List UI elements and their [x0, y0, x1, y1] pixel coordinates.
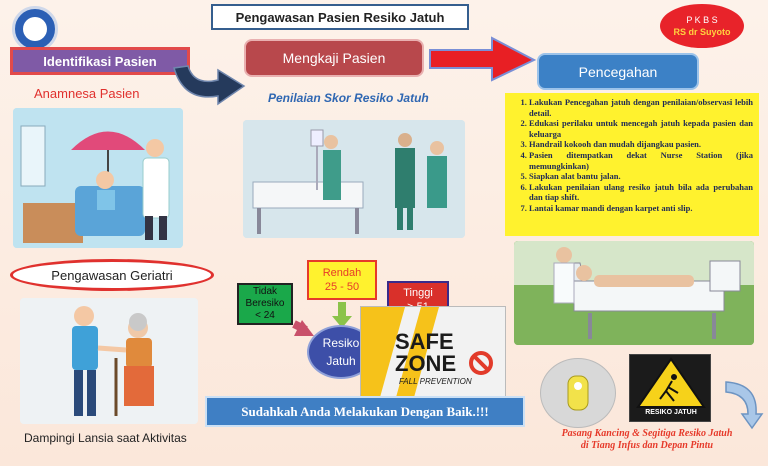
pencegahan-box: Pencegahan: [537, 53, 699, 90]
pencegahan-step: Lakukan Pencegahan jatuh dengan penilaia…: [529, 97, 753, 118]
pencegahan-step: Edukasi perilaku untuk mencegah jatuh ke…: [529, 118, 753, 139]
infusion-clip-icon: [540, 358, 616, 428]
sign-label: RESIKO JATUH: [645, 409, 697, 416]
patient-bed-photo: [514, 241, 754, 345]
rendah-box: Rendah 25 - 50: [307, 260, 377, 300]
patient-umbrella-illustration: [13, 108, 183, 248]
pencegahan-step: Handrail kokooh dan mudah dijangkau pasi…: [529, 139, 753, 150]
safe-word: SAFE: [395, 329, 454, 354]
dampingi-caption: Dampingi Lansia saat Aktivitas: [24, 431, 187, 445]
zone-word: ZONE: [395, 351, 457, 376]
hospital-logo: [12, 6, 58, 52]
fall-warning-sign: RESIKO JATUH: [629, 354, 711, 422]
anamnesa-label: Anamnesa Pasien: [34, 86, 140, 101]
return-arrow-icon: [725, 381, 764, 430]
badge-top-text: P K B S: [686, 15, 718, 25]
tidak-line: Beresiko: [245, 298, 285, 309]
pencegahan-step: Pasien ditempatkan dekat Nurse Station (…: [529, 150, 753, 171]
badge-hospital-name: RS dr Suyoto: [673, 27, 731, 37]
tidak-line: < 24: [255, 310, 275, 321]
fall-prevention-text: FALL PREVENTION: [399, 377, 472, 386]
caption-line: Pasang Kancing & Segitiga Resiko Jatuh: [561, 428, 733, 439]
resiko-line: Jatuh: [326, 354, 356, 368]
penilaian-label: Penilaian Skor Resiko Jatuh: [268, 91, 429, 105]
pencegahan-list: Lakukan Pencegahan jatuh dengan penilaia…: [505, 93, 759, 236]
pencegahan-step: Lantai kamar mandi dengan karpet anti sl…: [529, 203, 753, 214]
caption-line: di Tiang Infus dan Depan Pintu: [580, 440, 714, 451]
mengkaji-box: Mengkaji Pasien: [244, 39, 424, 77]
rendah-line: 25 - 50: [324, 281, 360, 293]
tidak-line: Tidak: [252, 286, 278, 297]
clip-sign-caption: Pasang Kancing & Segitiga Resiko Jatuh d…: [528, 428, 766, 452]
curve-arrow-icon: [173, 65, 246, 106]
resiko-line: Resiko: [322, 336, 360, 350]
tidak-beresiko-box: Tidak Beresiko < 24: [237, 283, 293, 325]
geriatri-ellipse: Pengawasan Geriatri: [10, 259, 214, 291]
tinggi-line: Tinggi: [403, 287, 433, 299]
page-title: Pengawasan Pasien Resiko Jatuh: [211, 4, 469, 30]
elderly-assist-illustration: [20, 298, 198, 424]
safe-zone-sign: SAFE ZONE FALL PREVENTION: [360, 306, 506, 400]
identifikasi-box: Identifikasi Pasien: [10, 47, 190, 75]
hospital-badge: P K B S RS dr Suyoto: [660, 4, 744, 48]
sudahkah-banner: Sudahkah Anda Melakukan Dengan Baik.!!!: [205, 396, 525, 427]
big-right-arrow-icon: [429, 36, 537, 82]
pencegahan-step: Siapkan alat bantu jalan.: [529, 171, 753, 182]
pencegahan-step: Lakukan penilaian ulang resiko jatuh bil…: [529, 182, 753, 203]
rendah-line: Rendah: [322, 267, 362, 279]
medical-team-photo: [243, 120, 465, 238]
